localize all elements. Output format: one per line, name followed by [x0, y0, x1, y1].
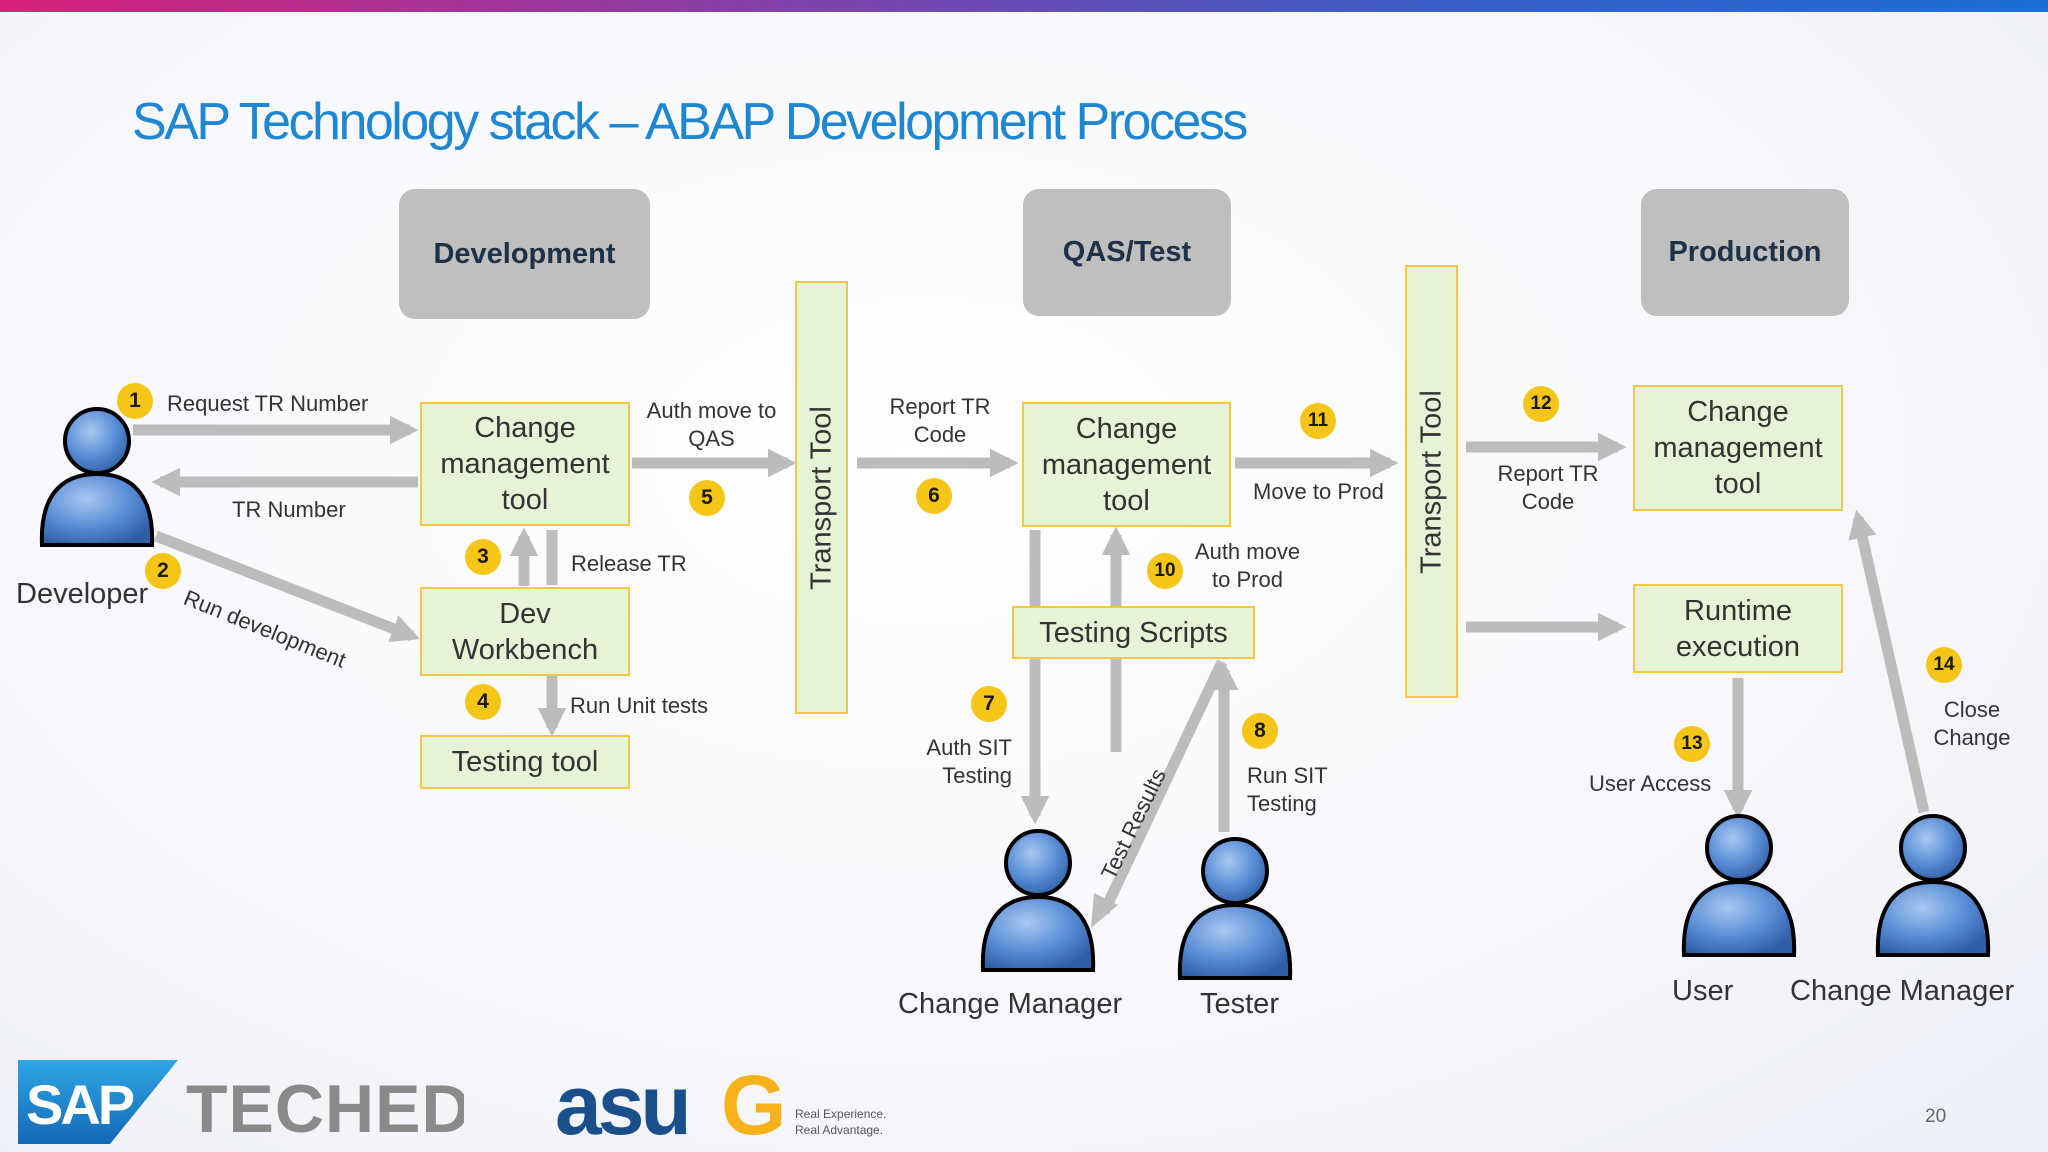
change-management-tool-dev: Change management tool	[420, 402, 630, 526]
arrowhead-test-results	[1091, 893, 1118, 928]
label-request-tr-number: Request TR Number	[167, 391, 369, 416]
step-badge: 11	[1300, 403, 1336, 439]
step-badge: 12	[1523, 386, 1559, 422]
actor-tester: Tester	[1200, 988, 1279, 1020]
step-badge: 6	[916, 478, 952, 514]
sap-teched-logo: SAP TECHED	[18, 1060, 464, 1147]
svg-text:Real Advantage.: Real Advantage.	[795, 1123, 883, 1137]
label-release-tr: Release TR	[571, 551, 687, 576]
label-run-unit-tests: Run Unit tests	[570, 693, 709, 718]
transport-tool-2: Transport Tool	[1405, 265, 1458, 698]
step-badge: 3	[465, 539, 501, 575]
step-badge: 2	[145, 553, 181, 589]
testing-tool: Testing tool	[420, 735, 630, 789]
env-development: Development	[399, 189, 650, 319]
step-badge: 7	[971, 686, 1007, 722]
actor-change-manager-qas: Change Manager	[898, 988, 1123, 1020]
arrow-close-change	[1848, 509, 1930, 814]
person-icon-developer	[39, 407, 155, 547]
top-gradient-bar	[0, 0, 2048, 12]
actor-developer: Developer	[16, 578, 149, 610]
env-qas-test: QAS/Test	[1023, 189, 1231, 316]
svg-text:asu: asu	[555, 1058, 688, 1152]
page-number: 20	[1925, 1106, 1947, 1127]
arrow-run-development	[153, 530, 420, 643]
dev-workbench: Dev Workbench	[420, 587, 630, 676]
slide-title: SAP Technology stack – ABAP Development …	[132, 93, 1248, 151]
step-badge: 10	[1147, 553, 1183, 589]
actor-change-manager-prod: Change Manager	[1790, 975, 2015, 1007]
step-badge: 1	[117, 383, 153, 419]
step-badge: 13	[1674, 726, 1710, 762]
arrow-test-results	[1099, 659, 1227, 915]
svg-text:TECHED: TECHED	[186, 1071, 464, 1147]
step-badge: 8	[1242, 713, 1278, 749]
label-user-access: User Access	[1589, 771, 1712, 796]
change-management-tool-prod: Change management tool	[1633, 385, 1843, 511]
person-icon-user	[1681, 814, 1797, 957]
testing-scripts: Testing Scripts	[1012, 606, 1255, 659]
actor-user: User	[1672, 975, 1734, 1007]
svg-text:Real Experience.: Real Experience.	[795, 1107, 886, 1121]
svg-text:G: G	[721, 1058, 786, 1152]
change-management-tool-qas: Change management tool	[1022, 402, 1231, 527]
runtime-execution: Runtime execution	[1633, 584, 1843, 673]
step-badge: 14	[1926, 647, 1962, 683]
step-badge: 4	[465, 684, 501, 720]
label-tr-number: TR Number	[232, 497, 346, 522]
asug-logo: asu G Real Experience. Real Advantage.	[555, 1058, 886, 1152]
label-move-to-prod: Move to Prod	[1253, 479, 1384, 504]
person-icon-tester	[1177, 837, 1293, 980]
env-production: Production	[1641, 189, 1849, 316]
svg-text:SAP: SAP	[26, 1073, 134, 1136]
person-icon-change-manager-qas	[980, 829, 1096, 972]
person-icon-change-manager-prod	[1875, 814, 1991, 957]
step-badge: 5	[689, 480, 725, 516]
transport-tool-1: Transport Tool	[795, 281, 848, 714]
